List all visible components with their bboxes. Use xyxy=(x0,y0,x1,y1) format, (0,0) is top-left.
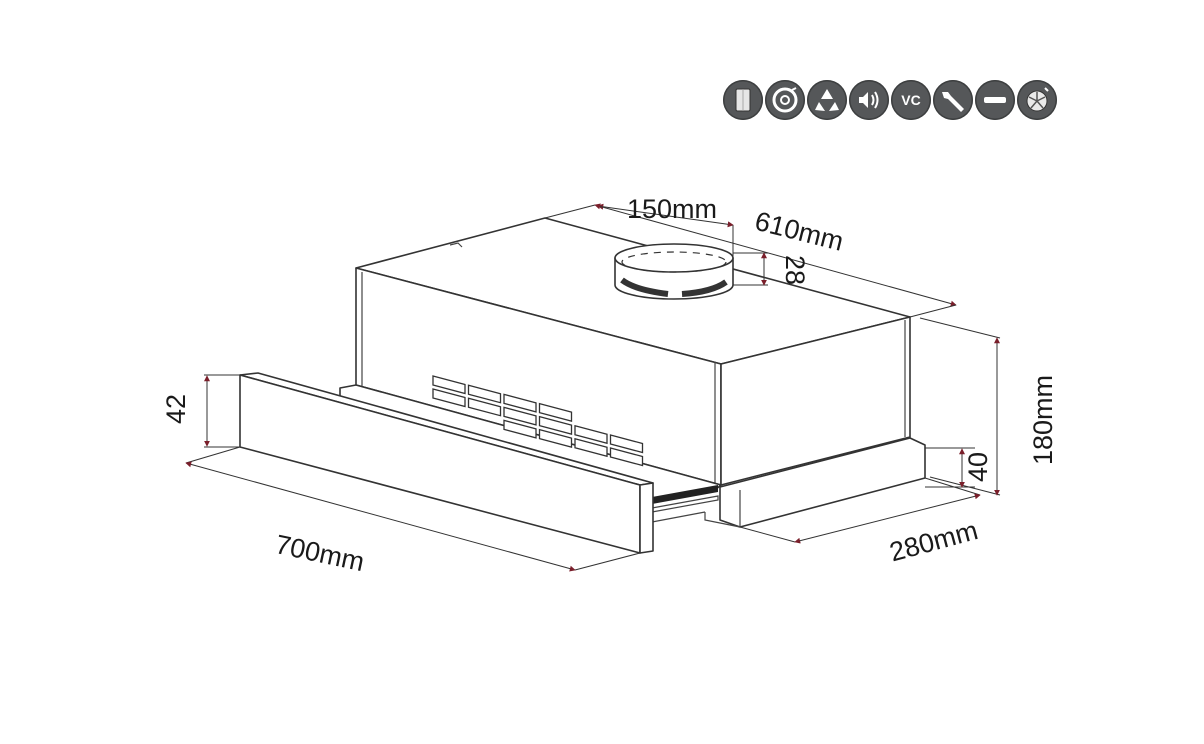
dim-ext-height-top xyxy=(919,317,1001,339)
hood-side-face xyxy=(720,316,911,486)
vent-slot xyxy=(574,437,608,458)
label-depth: 280mm xyxy=(886,515,981,567)
vent-slot xyxy=(503,393,537,413)
vent-slot xyxy=(574,424,608,445)
slider-rail-edge xyxy=(651,511,706,523)
hood-base-front xyxy=(704,512,741,528)
dim-ext-panel-right xyxy=(574,552,641,571)
label-collar-height: 28 xyxy=(780,255,810,285)
dim-line-panel-width xyxy=(185,461,576,572)
dim-ext-panel-left xyxy=(185,446,241,464)
minus-icon xyxy=(975,80,1015,120)
vc-badge-icon: VC xyxy=(891,80,931,120)
recycle-icon xyxy=(807,80,847,120)
vent-slot xyxy=(432,375,466,395)
hood-top-notch xyxy=(449,242,463,248)
disc-icon xyxy=(765,80,805,120)
label-outlet-diameter: 150mm xyxy=(627,194,717,224)
vent-slot xyxy=(538,402,573,422)
vent-slots xyxy=(432,375,644,467)
vent-slot xyxy=(432,388,466,408)
vent-slot xyxy=(467,397,502,417)
label-front-panel-width: 700mm xyxy=(273,529,367,577)
outlet-collar xyxy=(614,243,734,300)
dimension-lines xyxy=(185,203,1001,572)
label-base-height: 40 xyxy=(963,452,993,482)
dim-ext-depth-right xyxy=(924,477,981,496)
dim-ext-width-left xyxy=(544,204,596,219)
wrench-icon xyxy=(933,80,973,120)
front-panel-side xyxy=(639,482,654,554)
vent-slot xyxy=(503,419,537,439)
fan-icon xyxy=(1017,80,1057,120)
slider-rail xyxy=(652,485,718,504)
vent-slot xyxy=(609,447,644,467)
vent-slot xyxy=(538,415,573,435)
vent-slot xyxy=(503,406,537,426)
dim-ext-height-bottom xyxy=(929,476,1001,496)
vent-slot xyxy=(609,434,644,454)
label-front-panel-height: 42 xyxy=(161,394,191,424)
dim-line-depth xyxy=(794,493,981,544)
dim-ext-depth-left xyxy=(739,526,796,543)
dim-ext-width-right xyxy=(909,304,957,318)
dimension-labels: 150mm 610mm 28 180mm 40 280mm 42 700mm xyxy=(161,194,1058,577)
filter-panel-icon xyxy=(723,80,763,120)
label-hood-height: 180mm xyxy=(1028,375,1058,465)
volume-icon xyxy=(849,80,889,120)
dim-line-width xyxy=(594,203,957,307)
vent-slot xyxy=(538,428,573,448)
svg-text:VC: VC xyxy=(901,92,920,108)
label-hood-width: 610mm xyxy=(752,206,847,257)
vent-slot xyxy=(467,384,502,404)
feature-icon-bar: VC xyxy=(723,80,1057,120)
